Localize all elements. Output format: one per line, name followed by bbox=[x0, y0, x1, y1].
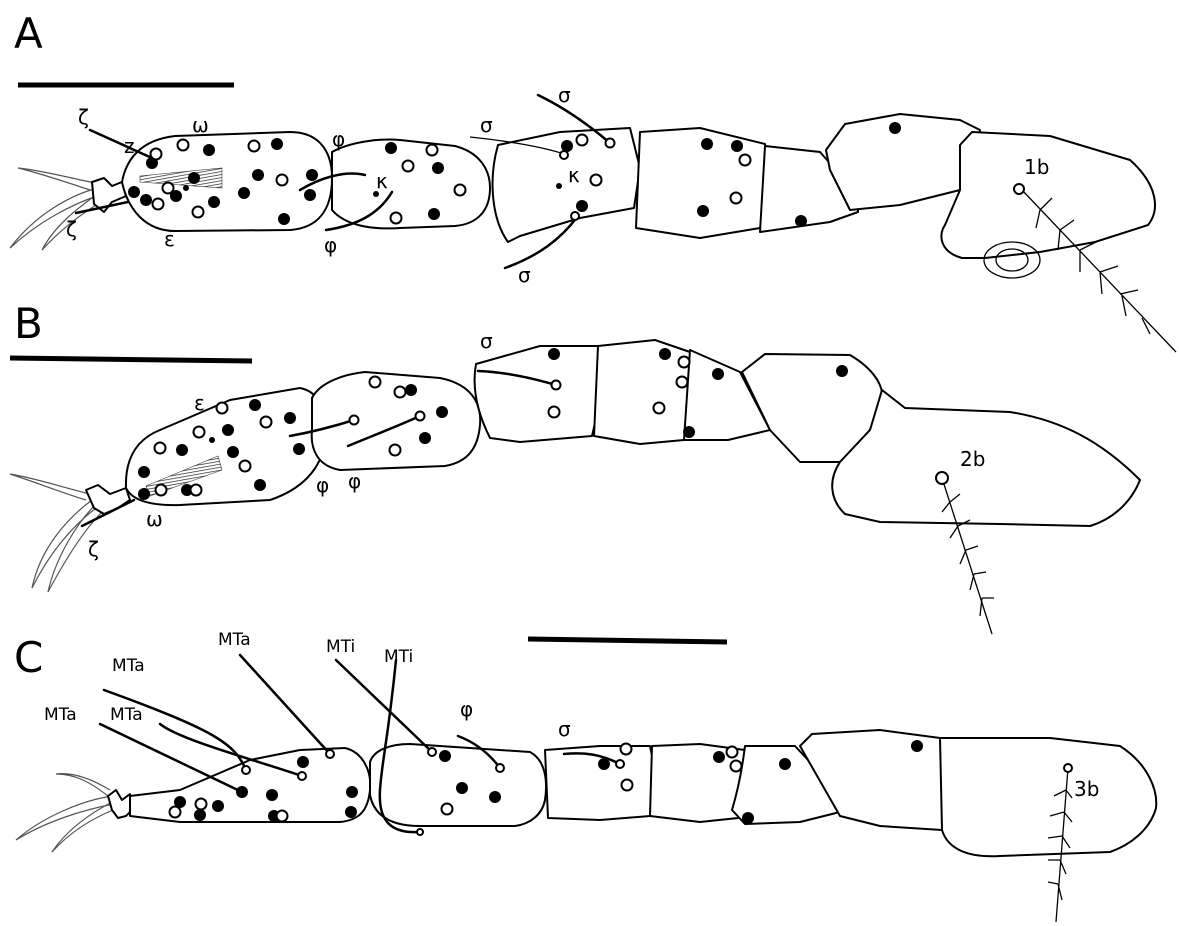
panel-c-seta-socket bbox=[1064, 764, 1072, 772]
panel-c-mta-seta-4 bbox=[100, 724, 242, 792]
panel-a-label-kappa-1: κ bbox=[376, 169, 388, 193]
panel-b-label-phi-2: φ bbox=[348, 469, 361, 493]
panel-a-label-omega: ω bbox=[192, 113, 209, 137]
panel-a-tibia bbox=[332, 140, 490, 229]
panel-a-label-z: z bbox=[124, 134, 135, 158]
panel-c-label-phi: φ bbox=[460, 697, 473, 721]
panel-c: C bbox=[14, 630, 1156, 922]
panel-a-zeta-seta-top bbox=[90, 130, 152, 158]
panel-c-label-mta-2: MTa bbox=[112, 656, 145, 676]
panel-c-letter: C bbox=[14, 633, 43, 682]
panel-a-label-zeta-top: ζ bbox=[78, 105, 89, 129]
panel-a-seta-socket bbox=[1014, 184, 1024, 194]
panel-b-letter: B bbox=[14, 299, 43, 348]
panel-a-label-phi-top: φ bbox=[332, 127, 345, 151]
panel-a: A bbox=[10, 9, 1176, 352]
panel-b-coxa bbox=[832, 390, 1140, 526]
panel-b-seta-socket bbox=[936, 472, 948, 484]
panel-b-scale-bar bbox=[10, 358, 252, 361]
panel-c-scale-bar bbox=[528, 639, 727, 642]
panel-c-mti-seta-1 bbox=[336, 660, 432, 752]
panel-c-label-mta-4: MTa bbox=[110, 705, 143, 725]
panel-c-label-sigma: σ bbox=[558, 717, 571, 741]
panel-a-label-sigma-2: σ bbox=[480, 113, 493, 137]
panel-c-label-mta-3: MTa bbox=[44, 705, 77, 725]
panel-c-label-mti-1: MTi bbox=[326, 637, 355, 657]
panel-c-mta-seta-1 bbox=[104, 690, 246, 770]
panel-a-letter: A bbox=[14, 9, 43, 58]
panel-b-label-zeta: ζ bbox=[88, 537, 99, 561]
panel-a-label-kappa-2: κ bbox=[568, 163, 580, 187]
panel-b-genu bbox=[475, 346, 604, 442]
panel-a-label-sigma-3: σ bbox=[518, 263, 531, 287]
panel-b-label-seta: 2b bbox=[960, 447, 985, 471]
panel-a-label-seta: 1b bbox=[1024, 155, 1049, 179]
panel-a-label-sigma-1: σ bbox=[558, 83, 571, 107]
panel-c-label-seta: 3b bbox=[1074, 777, 1099, 801]
panel-b-label-epsilon: ε bbox=[194, 391, 205, 415]
panel-b-empodium bbox=[86, 485, 130, 514]
panel-b-claws bbox=[10, 474, 130, 592]
panel-c-label-mta-1: MTa bbox=[218, 630, 251, 650]
panel-a-label-zeta-bottom: ζ bbox=[66, 217, 77, 241]
panel-b-label-omega: ω bbox=[146, 507, 163, 531]
panel-a-label-epsilon: ε bbox=[164, 227, 175, 251]
panel-a-label-phi-bottom: φ bbox=[324, 233, 337, 257]
panel-c-label-mti-2: MTi bbox=[384, 647, 413, 667]
panel-b-femur-1 bbox=[594, 340, 695, 444]
panel-c-claws bbox=[16, 774, 134, 852]
panel-b: B bbox=[10, 299, 1140, 634]
panel-b-label-sigma: σ bbox=[480, 329, 493, 353]
panel-c-mta-seta-3 bbox=[240, 655, 330, 754]
panel-a-coxa bbox=[941, 132, 1155, 258]
panel-b-label-phi-1: φ bbox=[316, 473, 329, 497]
